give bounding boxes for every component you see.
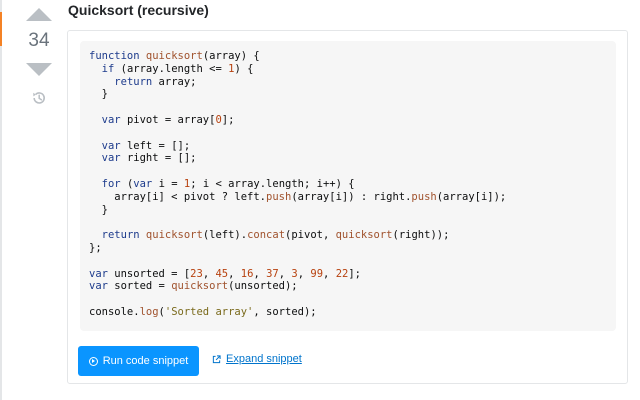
vote-count: 34	[28, 30, 50, 51]
vote-down-icon[interactable]	[26, 63, 52, 76]
accepted-accent-bar	[0, 12, 2, 46]
answer-title: Quicksort (recursive)	[68, 2, 209, 18]
play-circle-icon	[88, 356, 98, 366]
answer-left-border	[0, 0, 2, 400]
expand-snippet-label: Expand snippet	[226, 353, 302, 365]
code-snippet: function quicksort(array) { if (array.le…	[67, 30, 628, 384]
code-block: function quicksort(array) { if (array.le…	[80, 41, 616, 331]
run-code-snippet-button[interactable]: Run code snippet	[78, 346, 199, 376]
history-icon[interactable]	[30, 89, 48, 107]
external-link-icon	[212, 354, 221, 363]
code-text: function quicksort(array) { if (array.le…	[89, 50, 507, 318]
run-code-snippet-label: Run code snippet	[102, 355, 189, 367]
vote-up-icon[interactable]	[26, 8, 52, 21]
expand-snippet-link[interactable]: Expand snippet	[212, 353, 302, 365]
